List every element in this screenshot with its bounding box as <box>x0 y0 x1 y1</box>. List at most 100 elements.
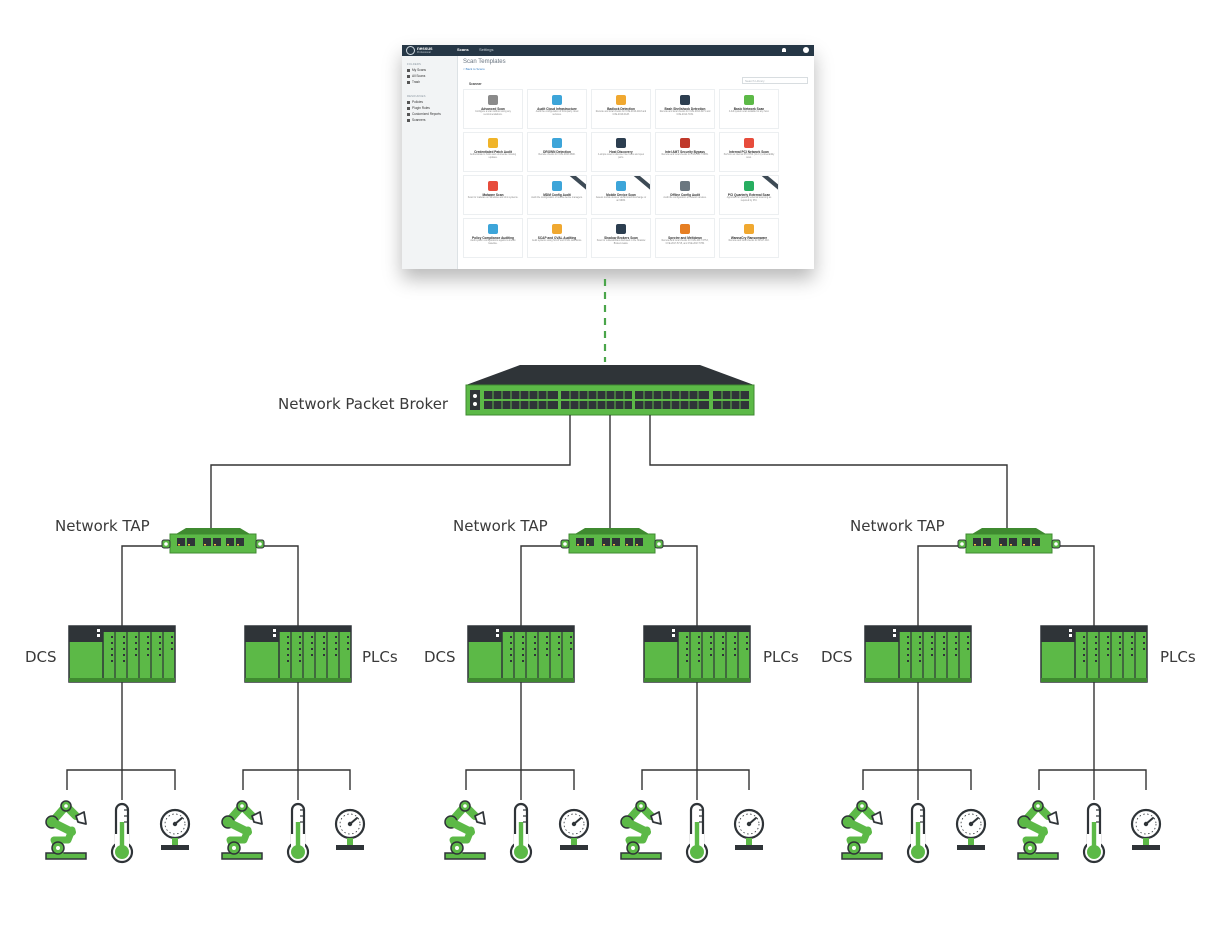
site-group-1 <box>46 527 366 864</box>
thermometer-icon <box>110 802 134 864</box>
template-description: Audit the configuration of third-party c… <box>535 111 579 116</box>
sidebar-item-all-scans[interactable]: All Scans <box>407 74 425 78</box>
label-network-packet-broker: Network Packet Broker <box>278 395 449 413</box>
template-description: Remote and local checks for MS17-010. <box>728 240 770 242</box>
template-name: Malware Scan <box>482 193 504 197</box>
sidebar-item-policies[interactable]: Policies <box>407 100 423 104</box>
template-description: Scan for malware on Windows and Unix sys… <box>467 197 519 199</box>
template-name: Policy Compliance Auditing <box>471 236 515 240</box>
thermometer-icon <box>906 802 930 864</box>
folder-icon <box>407 74 410 78</box>
folder-icon <box>407 68 410 72</box>
phone-icon <box>552 181 562 191</box>
nav-scans[interactable]: Scans <box>457 47 469 52</box>
robot-arm-icon <box>222 801 262 859</box>
thermometer-icon <box>509 802 533 864</box>
pressure-gauge-icon <box>733 808 765 852</box>
key-icon <box>488 138 498 148</box>
page-title: Scan Templates <box>463 59 506 65</box>
template-name: Badlock Detection <box>607 107 635 111</box>
network-tap[interactable] <box>560 527 664 554</box>
robot-arm-icon <box>1018 801 1058 859</box>
nessus-logo[interactable]: nessus Professional <box>406 46 433 55</box>
nessus-logo-mark-icon <box>406 46 415 55</box>
template-name: SCAP and OVAL Auditing <box>537 236 577 240</box>
clipboard-icon <box>488 224 498 234</box>
plc-controller[interactable] <box>1040 625 1148 683</box>
template-name: Intel AMT Security Bypass <box>665 150 705 154</box>
plc-controller[interactable] <box>643 625 751 683</box>
back-to-scans-link[interactable]: < Back to Scans <box>463 67 485 71</box>
label-dcs-2: DCS <box>424 648 456 666</box>
template-description: Remote and local checks for CVE-2017-568… <box>661 154 709 156</box>
pressure-gauge-icon <box>1130 808 1162 852</box>
sidebar-item-trash[interactable]: Trash <box>407 80 420 84</box>
report-icon <box>407 112 410 116</box>
template-name: Bash Shellshock Detection <box>664 107 706 111</box>
label-network-tap-1: Network TAP <box>55 517 150 535</box>
robot-arm-icon <box>445 801 485 859</box>
template-name: PCI Quarterly External Scan <box>727 193 771 197</box>
user-avatar-icon[interactable] <box>803 47 809 53</box>
search-library-input[interactable]: Search Library <box>742 77 808 84</box>
sidebar-item-plugin-rules[interactable]: Plugin Rules <box>407 106 430 110</box>
template-description: Perform an internal PCI DSS (11.2.1) vul… <box>723 154 775 159</box>
dcs-controller[interactable] <box>864 625 972 683</box>
label-dcs-1: DCS <box>25 648 57 666</box>
pressure-gauge-icon <box>955 808 987 852</box>
network-packet-broker[interactable] <box>465 365 755 416</box>
sidebar-item-scanners[interactable]: Scanners <box>407 118 425 122</box>
top-navigation-bar: nessus Professional Scans Settings <box>402 45 814 56</box>
thermometer-icon <box>286 802 310 864</box>
scanner-icon <box>407 118 410 122</box>
template-name: Spectre and Meltdown <box>668 236 702 240</box>
network-tap[interactable] <box>957 527 1061 554</box>
sidebar-resources-heading: RESOURCES <box>407 94 426 98</box>
nav-settings[interactable]: Settings <box>479 47 494 52</box>
section-tab-scanner[interactable]: Scanner <box>469 82 482 86</box>
template-description: Remote checks for CVE-2016-0800. <box>538 154 576 156</box>
template-description: Configure a scan without using any recom… <box>475 111 511 116</box>
dcs-controller[interactable] <box>467 625 575 683</box>
gears-icon <box>488 95 498 105</box>
policy-icon <box>407 100 410 104</box>
label-plcs-2: PLCs <box>763 648 799 666</box>
server-icon <box>680 181 690 191</box>
dcs-controller[interactable] <box>68 625 176 683</box>
template-name: Internal PCI Network Scan <box>729 150 769 154</box>
thermometer-icon <box>1082 802 1106 864</box>
site-group-2 <box>445 527 765 864</box>
site-group-3 <box>842 527 1162 864</box>
sidebar-item-my-scans[interactable]: My Scans <box>407 68 426 72</box>
label-network-tap-2: Network TAP <box>453 517 548 535</box>
card-icon <box>744 138 754 148</box>
network-tap[interactable] <box>161 527 265 554</box>
plc-controller[interactable] <box>244 625 352 683</box>
template-description: Authenticate to hosts and enumerate miss… <box>470 154 516 159</box>
bell-icon[interactable] <box>782 48 786 52</box>
sidebar-item-customized-reports[interactable]: Customized Reports <box>407 112 441 116</box>
robot-arm-icon <box>842 801 882 859</box>
pulse-icon <box>744 95 754 105</box>
label-plcs-3: PLCs <box>1160 648 1196 666</box>
